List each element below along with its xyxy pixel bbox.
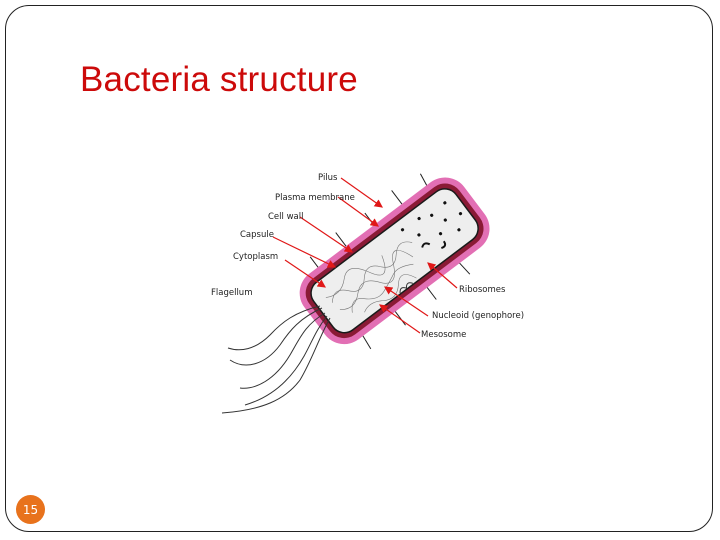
flagellum xyxy=(221,305,331,414)
label-capsule: Capsule xyxy=(240,230,274,240)
label-nucleoid: Nucleoid (genophore) xyxy=(432,311,524,321)
label-plasma-membrane: Plasma membrane xyxy=(275,193,355,203)
label-mesosome: Mesosome xyxy=(421,330,466,340)
label-flagellum: Flagellum xyxy=(211,288,252,298)
label-pilus: Pilus xyxy=(318,173,338,183)
nucleoid xyxy=(325,241,417,313)
mesosome xyxy=(399,282,414,294)
label-cell-wall: Cell wall xyxy=(268,212,303,222)
label-arrows xyxy=(272,177,458,334)
label-ribosomes: Ribosomes xyxy=(459,285,506,295)
bacterium-cell xyxy=(299,173,490,350)
ribosomes xyxy=(400,201,463,250)
slide-title: Bacteria structure xyxy=(80,60,358,99)
page-number-badge: 15 xyxy=(16,495,45,524)
label-cytoplasm: Cytoplasm xyxy=(233,252,278,262)
